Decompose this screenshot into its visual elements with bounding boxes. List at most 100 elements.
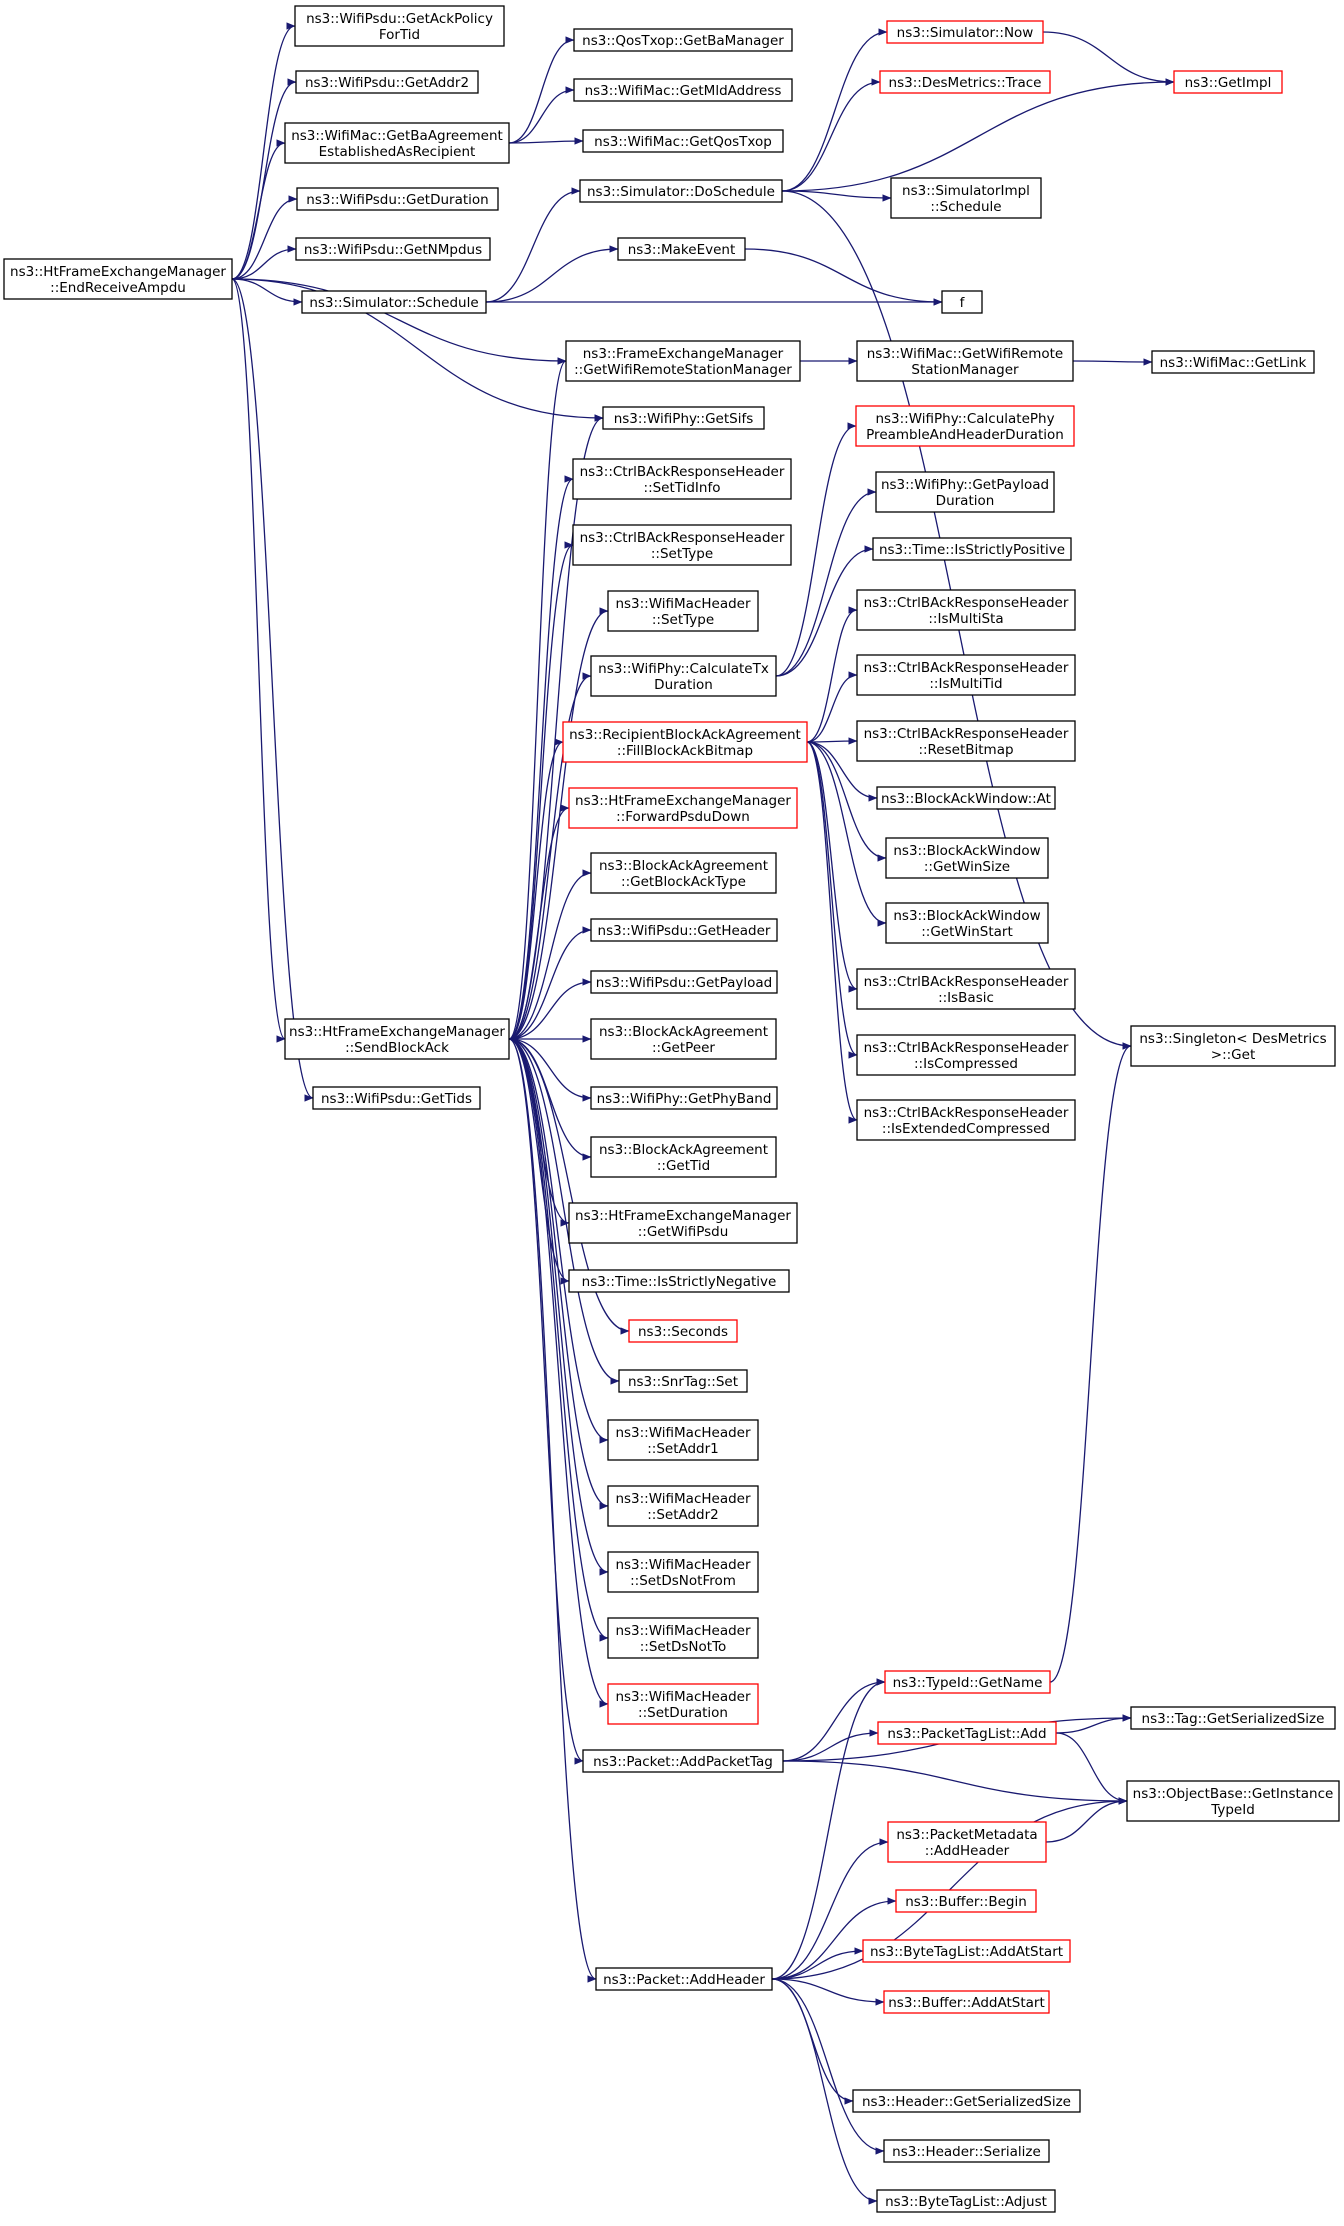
call-edge — [1055, 1732, 1128, 1805]
node-addpackettag[interactable]: ns3::Packet::AddPacketTag — [582, 1749, 784, 1773]
node-getheader[interactable]: ns3::WifiPsdu::GetHeader — [590, 918, 778, 942]
node-setdsnotfrom[interactable]: ns3::WifiMacHeader::SetDsNotFrom — [607, 1551, 759, 1593]
node-getpeer[interactable]: ns3::BlockAckAgreement::GetPeer — [590, 1018, 777, 1060]
node-label: ::SetAddr2 — [647, 1507, 719, 1523]
node-box — [1126, 1780, 1340, 1822]
node-simnow[interactable]: ns3::Simulator::Now — [886, 20, 1044, 44]
node-setduration[interactable]: ns3::WifiMacHeader::SetDuration — [607, 1683, 759, 1725]
node-box — [582, 1749, 784, 1773]
node-getlink[interactable]: ns3::WifiMac::GetLink — [1151, 350, 1315, 374]
node-getbatype[interactable]: ns3::BlockAckAgreement::GetBlockAckType — [590, 852, 777, 894]
node-snrset[interactable]: ns3::SnrTag::Set — [618, 1369, 748, 1393]
node-strictneg[interactable]: ns3::Time::IsStrictlyNegative — [568, 1269, 790, 1293]
node-mac-rsm[interactable]: ns3::WifiMac::GetWifiRemoteStationManage… — [856, 340, 1074, 382]
node-seconds[interactable]: ns3::Seconds — [628, 1319, 738, 1343]
node-winsize[interactable]: ns3::BlockAckWindow::GetWinSize — [885, 837, 1049, 879]
node-label: ns3::HtFrameExchangeManager — [289, 1024, 505, 1040]
node-dosched[interactable]: ns3::Simulator::DoSchedule — [579, 179, 783, 203]
node-schedule[interactable]: ns3::Simulator::Schedule — [301, 290, 487, 314]
node-label: ns3::HtFrameExchangeManager — [10, 264, 226, 280]
node-addr2[interactable]: ns3::WifiPsdu::GetAddr2 — [295, 70, 479, 94]
call-edge — [508, 36, 575, 144]
call-edge — [1072, 358, 1153, 366]
node-btladjust[interactable]: ns3::ByteTagList::Adjust — [876, 2189, 1056, 2213]
node-box — [628, 1319, 738, 1343]
node-box — [876, 2189, 1056, 2213]
node-qosba[interactable]: ns3::QosTxop::GetBaManager — [573, 28, 793, 52]
node-getba[interactable]: ns3::WifiMac::GetBaAgreementEstablishedA… — [284, 122, 510, 164]
node-tagsize[interactable]: ns3::Tag::GetSerializedSize — [1130, 1706, 1336, 1730]
node-settype-m[interactable]: ns3::WifiMacHeader::SetType — [607, 590, 759, 632]
node-isextcomp[interactable]: ns3::CtrlBAckResponseHeader::IsExtendedC… — [856, 1099, 1076, 1141]
node-iscompressed[interactable]: ns3::CtrlBAckResponseHeader::IsCompresse… — [856, 1034, 1076, 1076]
node-box — [852, 2089, 1081, 2113]
node-implsched[interactable]: ns3::SimulatorImpl::Schedule — [890, 177, 1042, 219]
node-fwdpsdu[interactable]: ns3::HtFrameExchangeManager::ForwardPsdu… — [568, 787, 798, 829]
node-calcpreamble[interactable]: ns3::WifiPhy::CalculatePhyPreambleAndHea… — [855, 405, 1075, 447]
node-label: ::ResetBitmap — [918, 742, 1013, 758]
node-pmaddheader[interactable]: ns3::PacketMetadata::AddHeader — [887, 1821, 1047, 1863]
node-label: ns3::QosTxop::GetBaManager — [582, 33, 784, 49]
node-resetbitmap[interactable]: ns3::CtrlBAckResponseHeader::ResetBitmap — [856, 720, 1076, 762]
call-edge — [508, 804, 570, 1040]
call-edge — [231, 278, 604, 422]
node-ismultitid[interactable]: ns3::CtrlBAckResponseHeader::IsMultiTid — [856, 654, 1076, 696]
node-gettids[interactable]: ns3::WifiPsdu::GetTids — [312, 1086, 481, 1110]
node-label: ns3::WifiPsdu::GetTids — [321, 1091, 472, 1107]
node-root[interactable]: ns3::HtFrameExchangeManager::EndReceiveA… — [3, 258, 233, 300]
node-setdsnotto[interactable]: ns3::WifiMacHeader::SetDsNotTo — [607, 1617, 759, 1659]
node-fem-rsm[interactable]: ns3::FrameExchangeManager::GetWifiRemote… — [565, 340, 801, 382]
node-fillbitmap[interactable]: ns3::RecipientBlockAckAgreement::FillBlo… — [562, 721, 808, 763]
call-edge — [231, 139, 286, 280]
node-getimpl[interactable]: ns3::GetImpl — [1173, 70, 1283, 94]
node-btladdstart[interactable]: ns3::ByteTagList::AddAtStart — [862, 1939, 1071, 1963]
node-bufbegin[interactable]: ns3::Buffer::Begin — [895, 1889, 1037, 1913]
node-setaddr2[interactable]: ns3::WifiMacHeader::SetAddr2 — [607, 1485, 759, 1527]
node-box — [579, 179, 783, 203]
node-strictpos[interactable]: ns3::Time::IsStrictlyPositive — [872, 537, 1072, 561]
node-f[interactable]: f — [941, 290, 983, 314]
node-hdrserialize[interactable]: ns3::Header::Serialize — [883, 2139, 1050, 2163]
node-getphyband[interactable]: ns3::WifiPhy::GetPhyBand — [590, 1086, 778, 1110]
node-ptladd[interactable]: ns3::PacketTagList::Add — [877, 1721, 1057, 1745]
node-label: ns3::BlockAckAgreement — [599, 1024, 768, 1040]
node-nmpdus[interactable]: ns3::WifiPsdu::GetNMpdus — [295, 237, 491, 261]
node-qostxop[interactable]: ns3::WifiMac::GetQosTxop — [582, 129, 784, 153]
node-sendba[interactable]: ns3::HtFrameExchangeManager::SendBlockAc… — [284, 1018, 510, 1060]
node-box — [879, 70, 1051, 94]
node-label: ns3::WifiPsdu::GetNMpdus — [304, 242, 482, 258]
call-edge — [508, 672, 592, 1040]
node-setaddr1[interactable]: ns3::WifiMacHeader::SetAddr1 — [607, 1419, 759, 1461]
node-ismultista[interactable]: ns3::CtrlBAckResponseHeader::IsMultiSta — [856, 589, 1076, 631]
node-singleton[interactable]: ns3::Singleton< DesMetrics >::Get — [1130, 1025, 1336, 1067]
node-getsifs[interactable]: ns3::WifiPhy::GetSifs — [602, 406, 765, 430]
node-winstart[interactable]: ns3::BlockAckWindow::GetWinStart — [885, 902, 1049, 944]
node-bawat[interactable]: ns3::BlockAckWindow::At — [876, 786, 1056, 810]
node-getwifipsdu[interactable]: ns3::HtFrameExchangeManager::GetWifiPsdu — [568, 1202, 798, 1244]
node-gettid[interactable]: ns3::BlockAckAgreement::GetTid — [590, 1136, 777, 1178]
node-duration[interactable]: ns3::WifiPsdu::GetDuration — [296, 187, 499, 211]
node-trace[interactable]: ns3::DesMetrics::Trace — [879, 70, 1051, 94]
node-typeidname[interactable]: ns3::TypeId::GetName — [884, 1670, 1051, 1694]
node-isbasic[interactable]: ns3::CtrlBAckResponseHeader::IsBasic — [856, 968, 1076, 1010]
node-label: Duration — [936, 493, 995, 509]
node-mldaddr[interactable]: ns3::WifiMac::GetMldAddress — [573, 78, 793, 102]
node-bufaddstart[interactable]: ns3::Buffer::AddAtStart — [883, 1990, 1050, 2014]
node-makeevent[interactable]: ns3::MakeEvent — [617, 237, 746, 261]
node-box — [876, 786, 1056, 810]
node-label: ::SetDsNotFrom — [630, 1573, 736, 1589]
node-addheader[interactable]: ns3::Packet::AddHeader — [595, 1967, 773, 1991]
node-box — [856, 1034, 1076, 1076]
node-settype-b[interactable]: ns3::CtrlBAckResponseHeader::SetType — [572, 524, 792, 566]
node-settidinfo[interactable]: ns3::CtrlBAckResponseHeader::SetTidInfo — [572, 458, 792, 500]
call-edge — [781, 78, 881, 192]
node-label: f — [960, 295, 966, 311]
node-getpayload[interactable]: ns3::WifiPsdu::GetPayload — [590, 970, 778, 994]
node-hdrsize[interactable]: ns3::Header::GetSerializedSize — [852, 2089, 1081, 2113]
node-box — [296, 187, 499, 211]
node-label: ::FillBlockAckBitmap — [617, 743, 753, 759]
